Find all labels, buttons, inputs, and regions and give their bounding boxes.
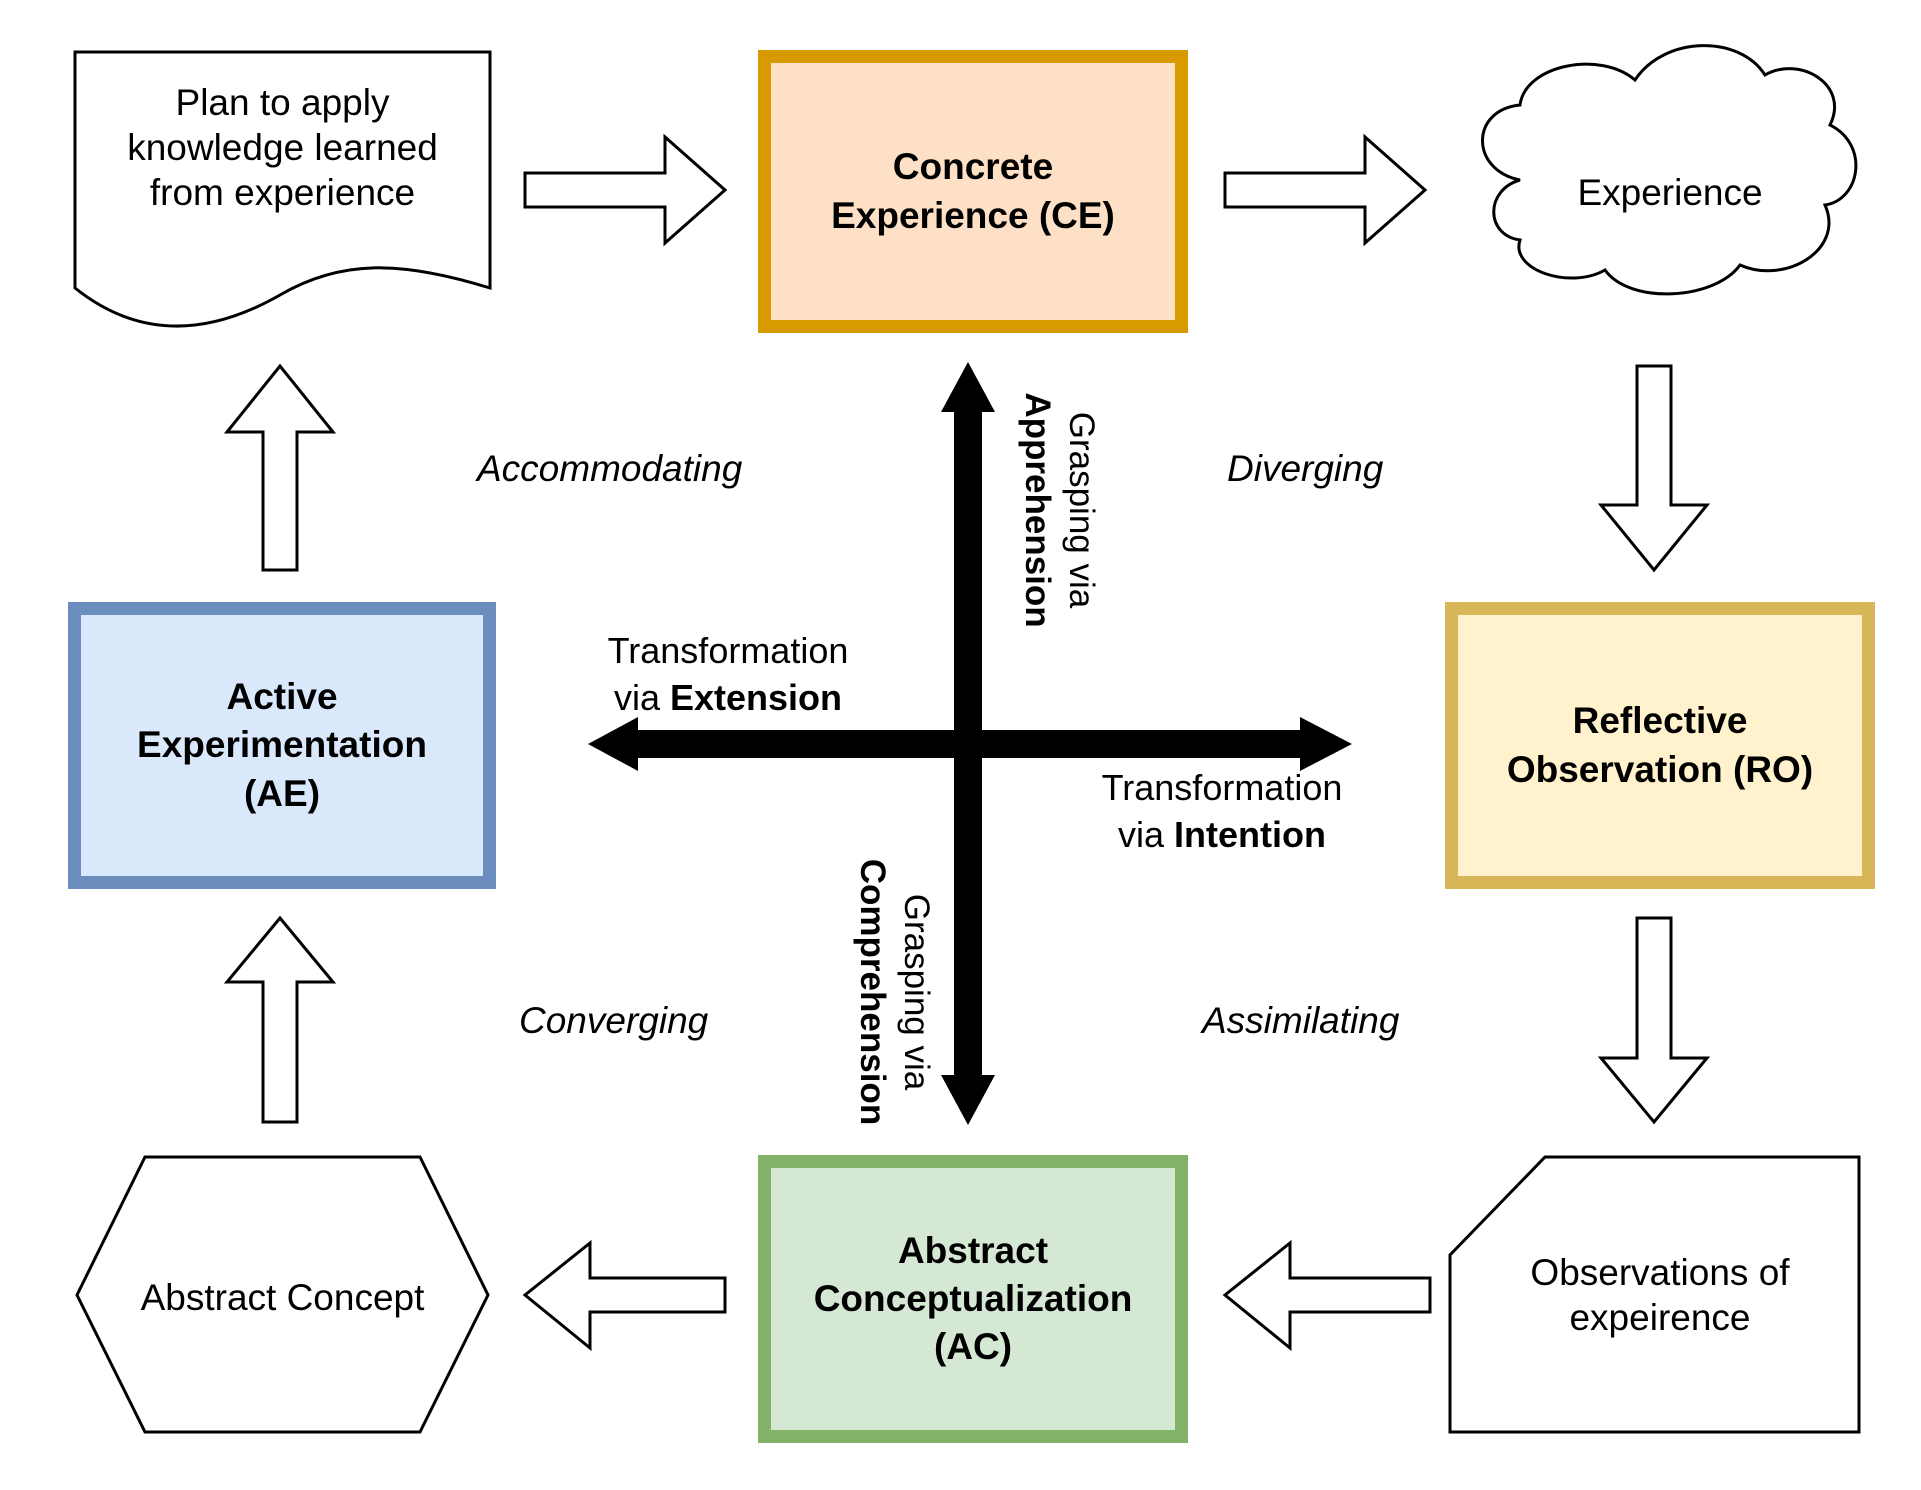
active-experimentation-box: Active Experimentation (AE)	[68, 602, 496, 889]
horizontal-axis-arrow	[588, 717, 1352, 771]
ce-line-1: Concrete	[892, 146, 1054, 188]
arrow-experience-to-ro	[1597, 364, 1711, 573]
grasping-apprehension-label: Grasping via Apprehension	[1016, 370, 1104, 650]
transformation-extension-label: Transformation via Extension	[578, 628, 878, 722]
comprehension-bold: Comprehension	[853, 858, 893, 1126]
ro-line-1: Reflective	[1572, 700, 1748, 742]
intention-line-1: Transformation	[1101, 767, 1343, 808]
ro-line-2: Observation (RO)	[1506, 748, 1814, 790]
intention-line-2: via Intention	[1072, 812, 1372, 859]
observations-line-2: expeirence	[1569, 1297, 1751, 1339]
apprehension-bold: Apprehension	[1018, 392, 1058, 628]
assimilating-label: Assimilating	[1202, 1000, 1400, 1041]
abstract-concept-hexagon-shape	[75, 1155, 490, 1434]
accommodating-label: Accommodating	[477, 448, 743, 489]
plan-line-2: knowledge learned	[127, 127, 438, 169]
ce-line-2: Experience (CE)	[831, 194, 1115, 236]
experience-label: Experience	[1577, 172, 1763, 213]
comprehension-prefix: Grasping via	[897, 893, 936, 1091]
arrow-ae-to-plan	[223, 363, 337, 572]
ae-line-2: Experimentation	[137, 724, 427, 766]
extension-line-2: via Extension	[578, 675, 878, 722]
observations-line-1: Observations of	[1530, 1252, 1790, 1293]
hollow-block-arrow-icon	[223, 133, 1711, 1352]
plan-label: Plan to apply knowledge learned from exp…	[75, 80, 490, 215]
apprehension-prefix: Grasping via	[1062, 411, 1101, 609]
extension-bold: Extension	[670, 676, 843, 718]
arrow-ac-to-abstract-concept	[522, 1239, 727, 1352]
arrow-ro-to-observations	[1597, 916, 1711, 1125]
experience-cloud-shape	[1481, 44, 1858, 296]
abstract-conceptualization-box: Abstract Conceptualization (AC)	[758, 1155, 1188, 1443]
observations-label: Observations of expeirence	[1470, 1250, 1850, 1340]
ae-line-3: (AE)	[243, 772, 321, 814]
reflective-observation-box: Reflective Observation (RO)	[1445, 602, 1875, 889]
plan-line-1: Plan to apply	[175, 82, 390, 123]
ac-line-2: Conceptualization	[813, 1277, 1133, 1319]
intention-bold: Intention	[1174, 813, 1326, 855]
diverging-label: Diverging	[1227, 448, 1384, 489]
ae-line-1: Active	[226, 676, 338, 718]
double-headed-arrow-icon	[588, 362, 1352, 1125]
arrow-plan-to-ce	[523, 133, 728, 247]
observations-card-shape	[1448, 1155, 1861, 1434]
plan-document-shape	[73, 50, 492, 328]
ac-line-1: Abstract	[897, 1229, 1049, 1271]
arrow-observations-to-ac	[1222, 1239, 1432, 1352]
transformation-intention-label: Transformation via Intention	[1072, 765, 1372, 859]
arrow-ce-to-experience	[1223, 133, 1428, 247]
plan-line-3: from experience	[149, 172, 416, 214]
intention-via: via	[1117, 813, 1165, 855]
arrow-abstract-concept-to-ae	[223, 915, 337, 1124]
abstract-concept-label: Abstract Concept	[140, 1277, 425, 1318]
extension-line-1: Transformation	[607, 630, 849, 671]
converging-label: Converging	[519, 1000, 709, 1041]
ac-line-3: (AC)	[933, 1326, 1013, 1368]
extension-via: via	[613, 676, 660, 718]
grasping-comprehension-label: Grasping via Comprehension	[851, 832, 939, 1152]
concrete-experience-box: Concrete Experience (CE)	[758, 50, 1188, 333]
